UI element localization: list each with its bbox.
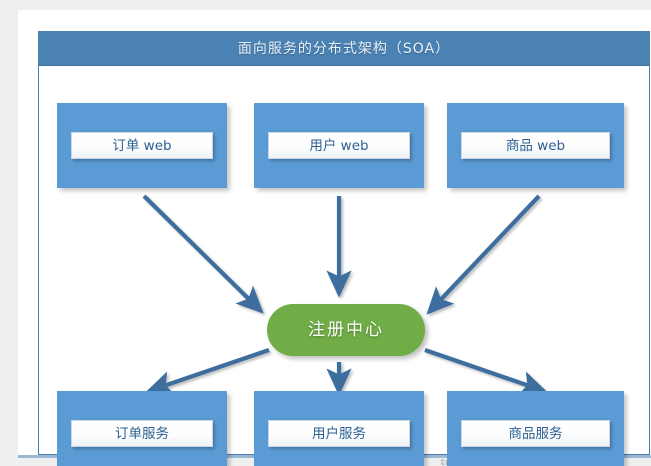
node-user-web[interactable]: 用户 web [254,103,424,188]
node-order-web-label: 订单 web [71,132,213,159]
node-product-web-label: 商品 web [461,132,610,159]
diagram-canvas: 订单 web 用户 web 商品 web 注册中心 订单服务 用户服务 [39,66,649,466]
node-user-service-label: 用户服务 [268,420,410,447]
node-order-web[interactable]: 订单 web [57,103,227,188]
node-product-web[interactable]: 商品 web [447,103,624,188]
arrow-order-web-to-registry [142,194,264,314]
node-user-service[interactable]: 用户服务 [254,391,424,466]
node-order-service[interactable]: 订单服务 [57,391,227,466]
node-registry-center-label: 注册中心 [308,320,384,340]
arrow-registry-to-order-service [145,348,270,396]
connector-layer [142,194,548,396]
document-sheet: 面向服务的分布式架构（SOA） [18,10,651,466]
node-product-service-label: 商品服务 [461,420,610,447]
node-order-service-label: 订单服务 [71,420,213,447]
diagram-title: 面向服务的分布式架构（SOA） [39,32,649,66]
arrow-product-web-to-registry [426,194,541,315]
arrow-registry-to-product-service [424,348,548,396]
node-product-service[interactable]: 商品服务 [447,391,624,466]
node-user-web-label: 用户 web [268,132,410,159]
node-registry-center[interactable]: 注册中心 [267,304,425,356]
soa-diagram-frame: 面向服务的分布式架构（SOA） [38,31,650,466]
